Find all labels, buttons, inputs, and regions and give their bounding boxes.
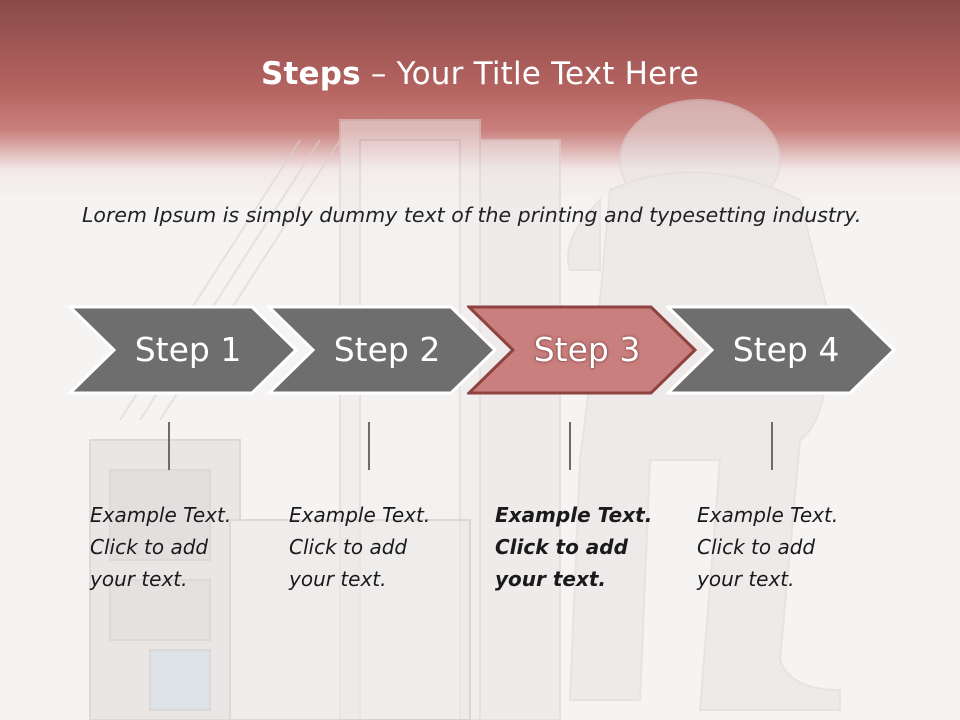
step-4-label: Step 4 xyxy=(732,330,840,369)
step-1-chevron[interactable]: Step 1 xyxy=(68,305,300,395)
caption-line: Click to add xyxy=(495,535,628,559)
caption-line: Example Text. xyxy=(289,503,431,527)
step-3-connector xyxy=(569,422,571,470)
step-3-chevron[interactable]: Step 3 xyxy=(467,305,699,395)
step-4-chevron[interactable]: Step 4 xyxy=(666,305,898,395)
step-3-caption[interactable]: Example Text. Click to add your text. xyxy=(495,499,665,595)
intro-paragraph: Lorem Ipsum is simply dummy text of the … xyxy=(82,203,862,227)
step-1-caption[interactable]: Example Text. Click to add your text. xyxy=(90,499,260,595)
slide-title: Steps – Your Title Text Here xyxy=(0,56,960,92)
caption-line: your text. xyxy=(90,567,188,591)
step-2-chevron[interactable]: Step 2 xyxy=(267,305,499,395)
step-3-label: Step 3 xyxy=(533,330,641,369)
step-1-label: Step 1 xyxy=(134,330,242,369)
caption-line: your text. xyxy=(697,567,795,591)
step-2-caption[interactable]: Example Text. Click to add your text. xyxy=(289,499,459,595)
title-bold: Steps xyxy=(260,56,361,92)
caption-line: your text. xyxy=(495,567,607,591)
step-2-connector xyxy=(368,422,370,470)
caption-line: Example Text. xyxy=(697,503,839,527)
caption-line: Click to add xyxy=(90,535,209,559)
caption-line: Example Text. xyxy=(90,503,232,527)
caption-line: Example Text. xyxy=(495,503,653,527)
caption-line: Click to add xyxy=(289,535,408,559)
caption-line: Click to add xyxy=(697,535,816,559)
step-2-label: Step 2 xyxy=(333,330,441,369)
step-1-connector xyxy=(168,422,170,470)
title-rest: – Your Title Text Here xyxy=(360,56,699,92)
step-4-caption[interactable]: Example Text. Click to add your text. xyxy=(697,499,867,595)
step-4-connector xyxy=(771,422,773,470)
caption-line: your text. xyxy=(289,567,387,591)
